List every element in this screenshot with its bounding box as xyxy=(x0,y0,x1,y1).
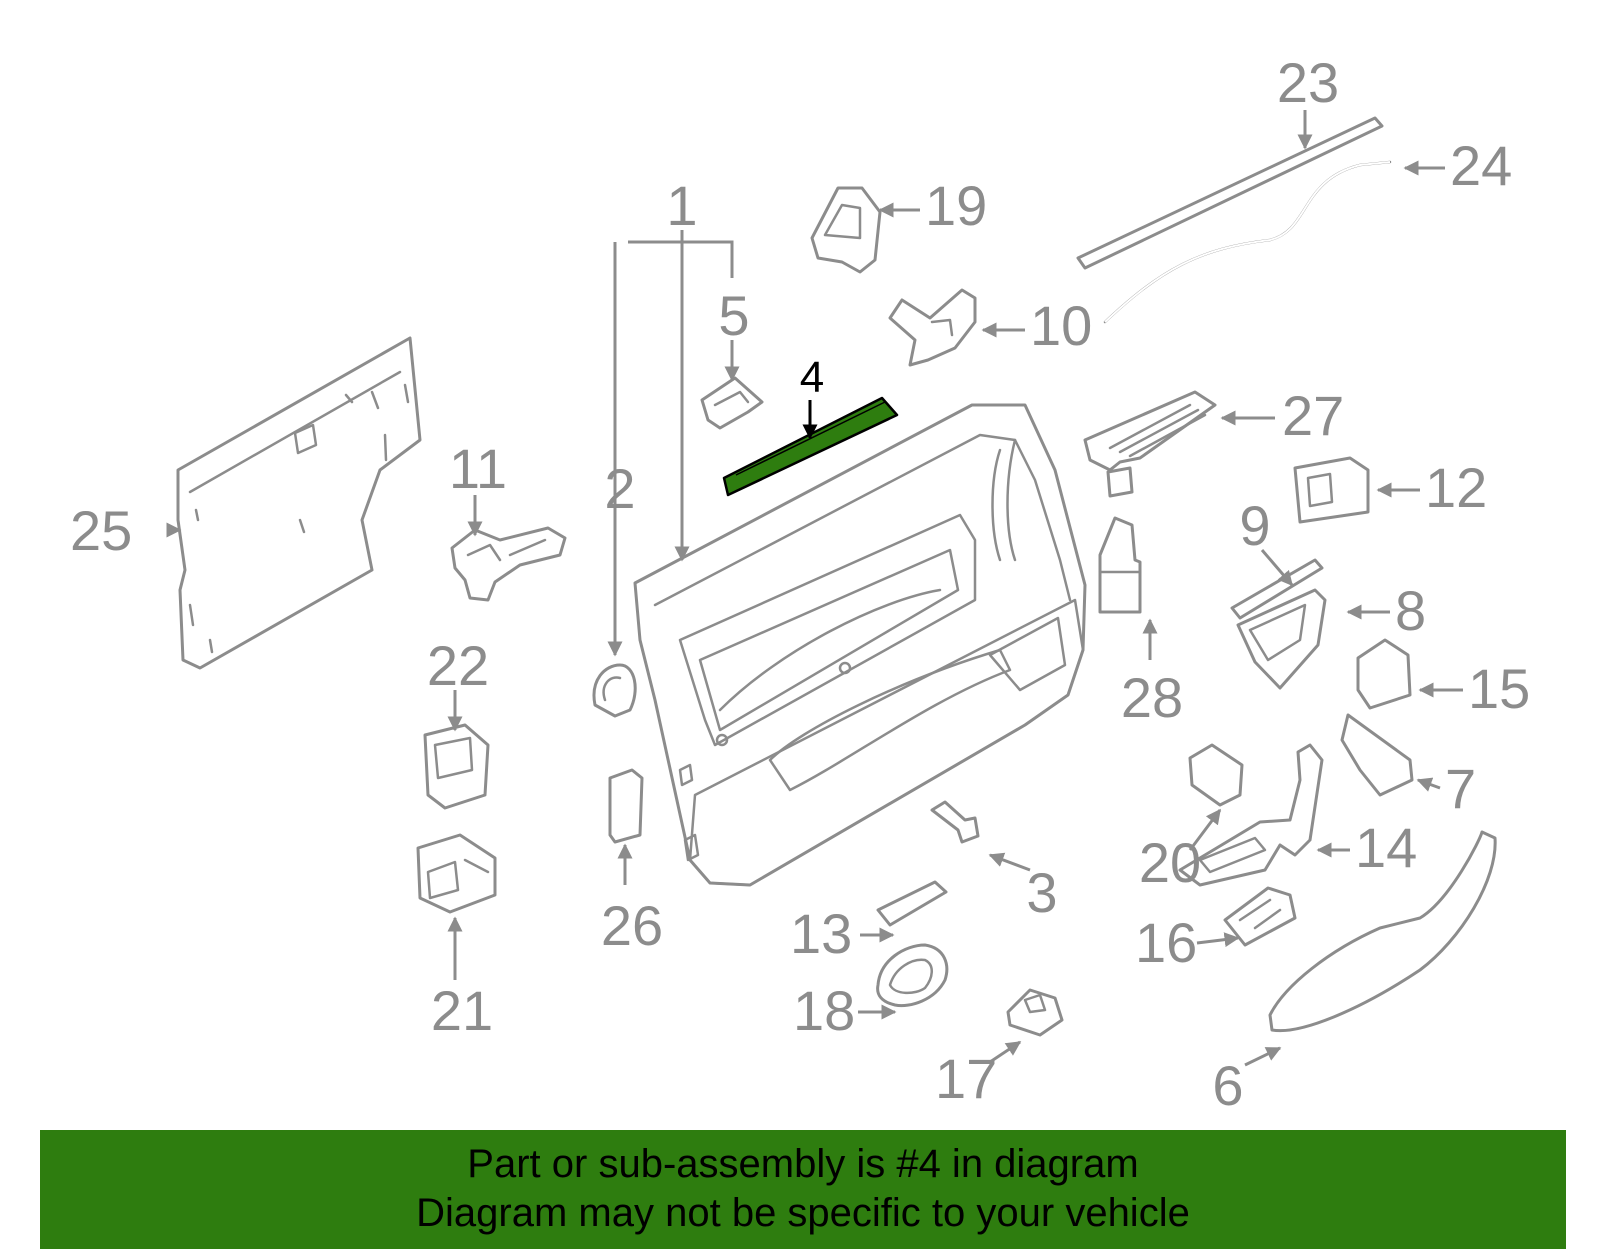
part-12-cover xyxy=(1293,456,1370,524)
callout-24: 24 xyxy=(1450,134,1512,197)
part-5-clip xyxy=(700,376,764,430)
callout-28: 28 xyxy=(1121,666,1183,729)
callout-3: 3 xyxy=(1026,861,1057,924)
parts-diagram: 1 5 2 4 25 11 22 21 26 19 10 23 24 27 28… xyxy=(70,51,1530,1117)
callout-27: 27 xyxy=(1282,384,1344,447)
callout-4: 4 xyxy=(800,353,824,402)
callout-18: 18 xyxy=(793,979,855,1042)
part-22-switch xyxy=(423,723,490,810)
callout-25: 25 xyxy=(70,499,132,562)
part-14-bezel xyxy=(1178,743,1324,887)
part-27-handle xyxy=(1083,390,1217,498)
callout-8: 8 xyxy=(1395,579,1426,642)
part-21-switch xyxy=(416,833,497,914)
callout-19: 19 xyxy=(925,174,987,237)
callout-12: 12 xyxy=(1425,456,1487,519)
part-17-clip xyxy=(1006,988,1064,1037)
part-13-pad xyxy=(876,880,948,927)
part-11-bracket xyxy=(450,526,567,602)
part-24-seal xyxy=(1103,160,1392,324)
callout-1: 1 xyxy=(666,174,697,237)
door-trim-panel xyxy=(633,403,1087,887)
part-23-weatherstrip xyxy=(1076,116,1384,270)
part-8-pocket xyxy=(1236,588,1327,690)
callout-23: 23 xyxy=(1277,51,1339,114)
callout-11: 11 xyxy=(449,437,507,500)
callout-13: 13 xyxy=(790,902,852,965)
callout-6: 6 xyxy=(1212,1054,1243,1117)
part-25-door-shield xyxy=(176,336,422,670)
info-banner: Part or sub-assembly is #4 in diagram Di… xyxy=(40,1130,1566,1249)
part-10-bracket xyxy=(888,288,977,367)
part-28-actuator xyxy=(1098,516,1142,614)
part-26-reflector xyxy=(608,768,644,844)
callout-labels: 1 5 2 4 25 11 22 21 26 19 10 23 24 27 28… xyxy=(70,51,1530,1117)
callout-26: 26 xyxy=(601,894,663,957)
callout-22: 22 xyxy=(427,634,489,697)
callout-16: 16 xyxy=(1135,911,1197,974)
part-2-cap xyxy=(592,663,637,718)
callout-10: 10 xyxy=(1030,294,1092,357)
banner-line-2: Diagram may not be specific to your vehi… xyxy=(416,1191,1190,1235)
callout-21: 21 xyxy=(431,979,493,1042)
leader-lines xyxy=(166,110,1463,1067)
part-18-gasket xyxy=(876,943,949,1008)
callout-5: 5 xyxy=(718,284,749,347)
callout-20: 20 xyxy=(1139,831,1201,894)
part-20-switch xyxy=(1188,743,1244,807)
part-19-switch xyxy=(810,186,882,274)
part-6-armrest xyxy=(1268,830,1497,1033)
callout-2: 2 xyxy=(604,457,635,520)
callout-17: 17 xyxy=(935,1047,997,1110)
callout-15: 15 xyxy=(1468,657,1530,720)
part-15-switch xyxy=(1356,638,1412,710)
callout-7: 7 xyxy=(1445,757,1476,820)
part-16-switch xyxy=(1223,886,1297,947)
part-3-screw xyxy=(930,800,980,844)
banner-line-1: Part or sub-assembly is #4 in diagram xyxy=(467,1142,1139,1186)
callout-14: 14 xyxy=(1355,816,1417,879)
callout-9: 9 xyxy=(1239,494,1270,557)
part-7-trim xyxy=(1340,713,1414,797)
